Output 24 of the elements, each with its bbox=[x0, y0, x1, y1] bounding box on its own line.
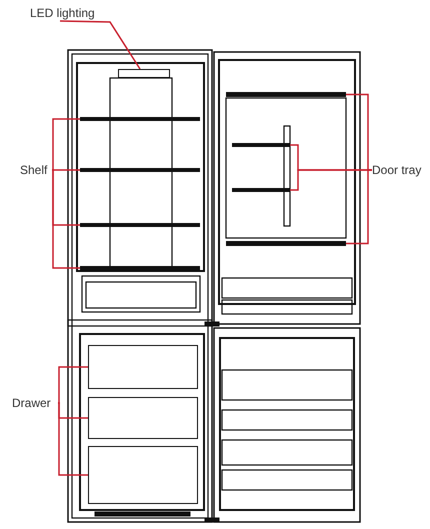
door-tray bbox=[232, 143, 290, 147]
callout-label: LED lighting bbox=[30, 5, 95, 21]
leader-line bbox=[52, 169, 80, 171]
leader-line bbox=[52, 169, 80, 269]
shelf bbox=[80, 168, 200, 172]
callout-label: Shelf bbox=[20, 162, 48, 178]
shelf bbox=[80, 223, 200, 227]
shelf bbox=[80, 266, 200, 270]
leader-line bbox=[60, 20, 141, 70]
leader-line bbox=[346, 169, 372, 244]
leader-line bbox=[346, 94, 372, 171]
callout-label: Door tray bbox=[372, 162, 422, 178]
shelf bbox=[80, 117, 200, 121]
callout-label: Drawer bbox=[12, 395, 51, 411]
drawer bbox=[88, 397, 198, 439]
door-tray bbox=[232, 188, 290, 192]
door-tray bbox=[226, 92, 346, 97]
leader-line bbox=[52, 118, 80, 171]
drawer bbox=[88, 345, 198, 389]
led-light bbox=[118, 69, 170, 78]
door-tray bbox=[226, 241, 346, 246]
leader-line bbox=[58, 366, 88, 404]
leader-line bbox=[58, 402, 88, 476]
drawer bbox=[88, 446, 198, 504]
